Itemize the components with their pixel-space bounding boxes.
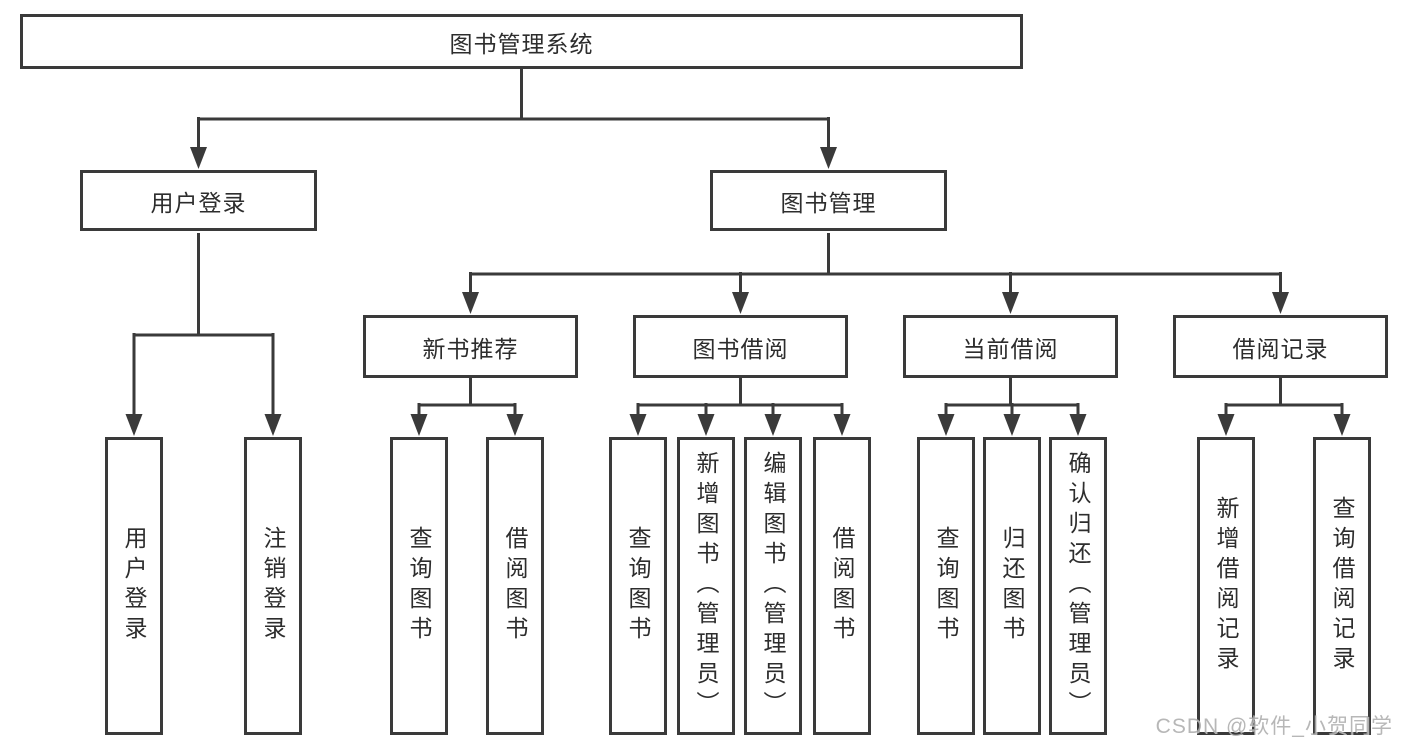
node-leaf-user-login: 用户登录 <box>105 437 163 735</box>
csdn-watermark: CSDN @软件_小贺同学 <box>1155 715 1393 738</box>
node-book-management: 图书管理 <box>710 170 947 231</box>
node-user-login: 用户登录 <box>80 170 317 231</box>
node-leaf-edit-book-admin: 编辑图书（管理员） <box>744 437 802 735</box>
node-borrow-record: 借阅记录 <box>1173 315 1388 378</box>
node-leaf-borrow-book-recommend: 借阅图书 <box>486 437 544 735</box>
node-leaf-add-borrow-record: 新增借阅记录 <box>1197 437 1255 735</box>
connector-paths <box>132 69 1344 416</box>
node-leaf-borrow-book: 借阅图书 <box>813 437 871 735</box>
arrowheads <box>125 147 1351 436</box>
node-leaf-query-borrow-record: 查询借阅记录 <box>1313 437 1371 735</box>
node-leaf-query-book-current: 查询图书 <box>917 437 975 735</box>
node-new-book-recommend: 新书推荐 <box>363 315 578 378</box>
node-library-management-system: 图书管理系统 <box>20 14 1023 69</box>
node-current-borrow: 当前借阅 <box>903 315 1118 378</box>
node-leaf-add-book-admin: 新增图书（管理员） <box>677 437 735 735</box>
node-leaf-query-book-borrow: 查询图书 <box>609 437 667 735</box>
node-leaf-query-book-recommend: 查询图书 <box>390 437 448 735</box>
node-leaf-return-book: 归还图书 <box>983 437 1041 735</box>
node-leaf-confirm-return-admin: 确认归还（管理员） <box>1049 437 1107 735</box>
node-book-borrow: 图书借阅 <box>633 315 848 378</box>
node-leaf-logout-login: 注销登录 <box>244 437 302 735</box>
